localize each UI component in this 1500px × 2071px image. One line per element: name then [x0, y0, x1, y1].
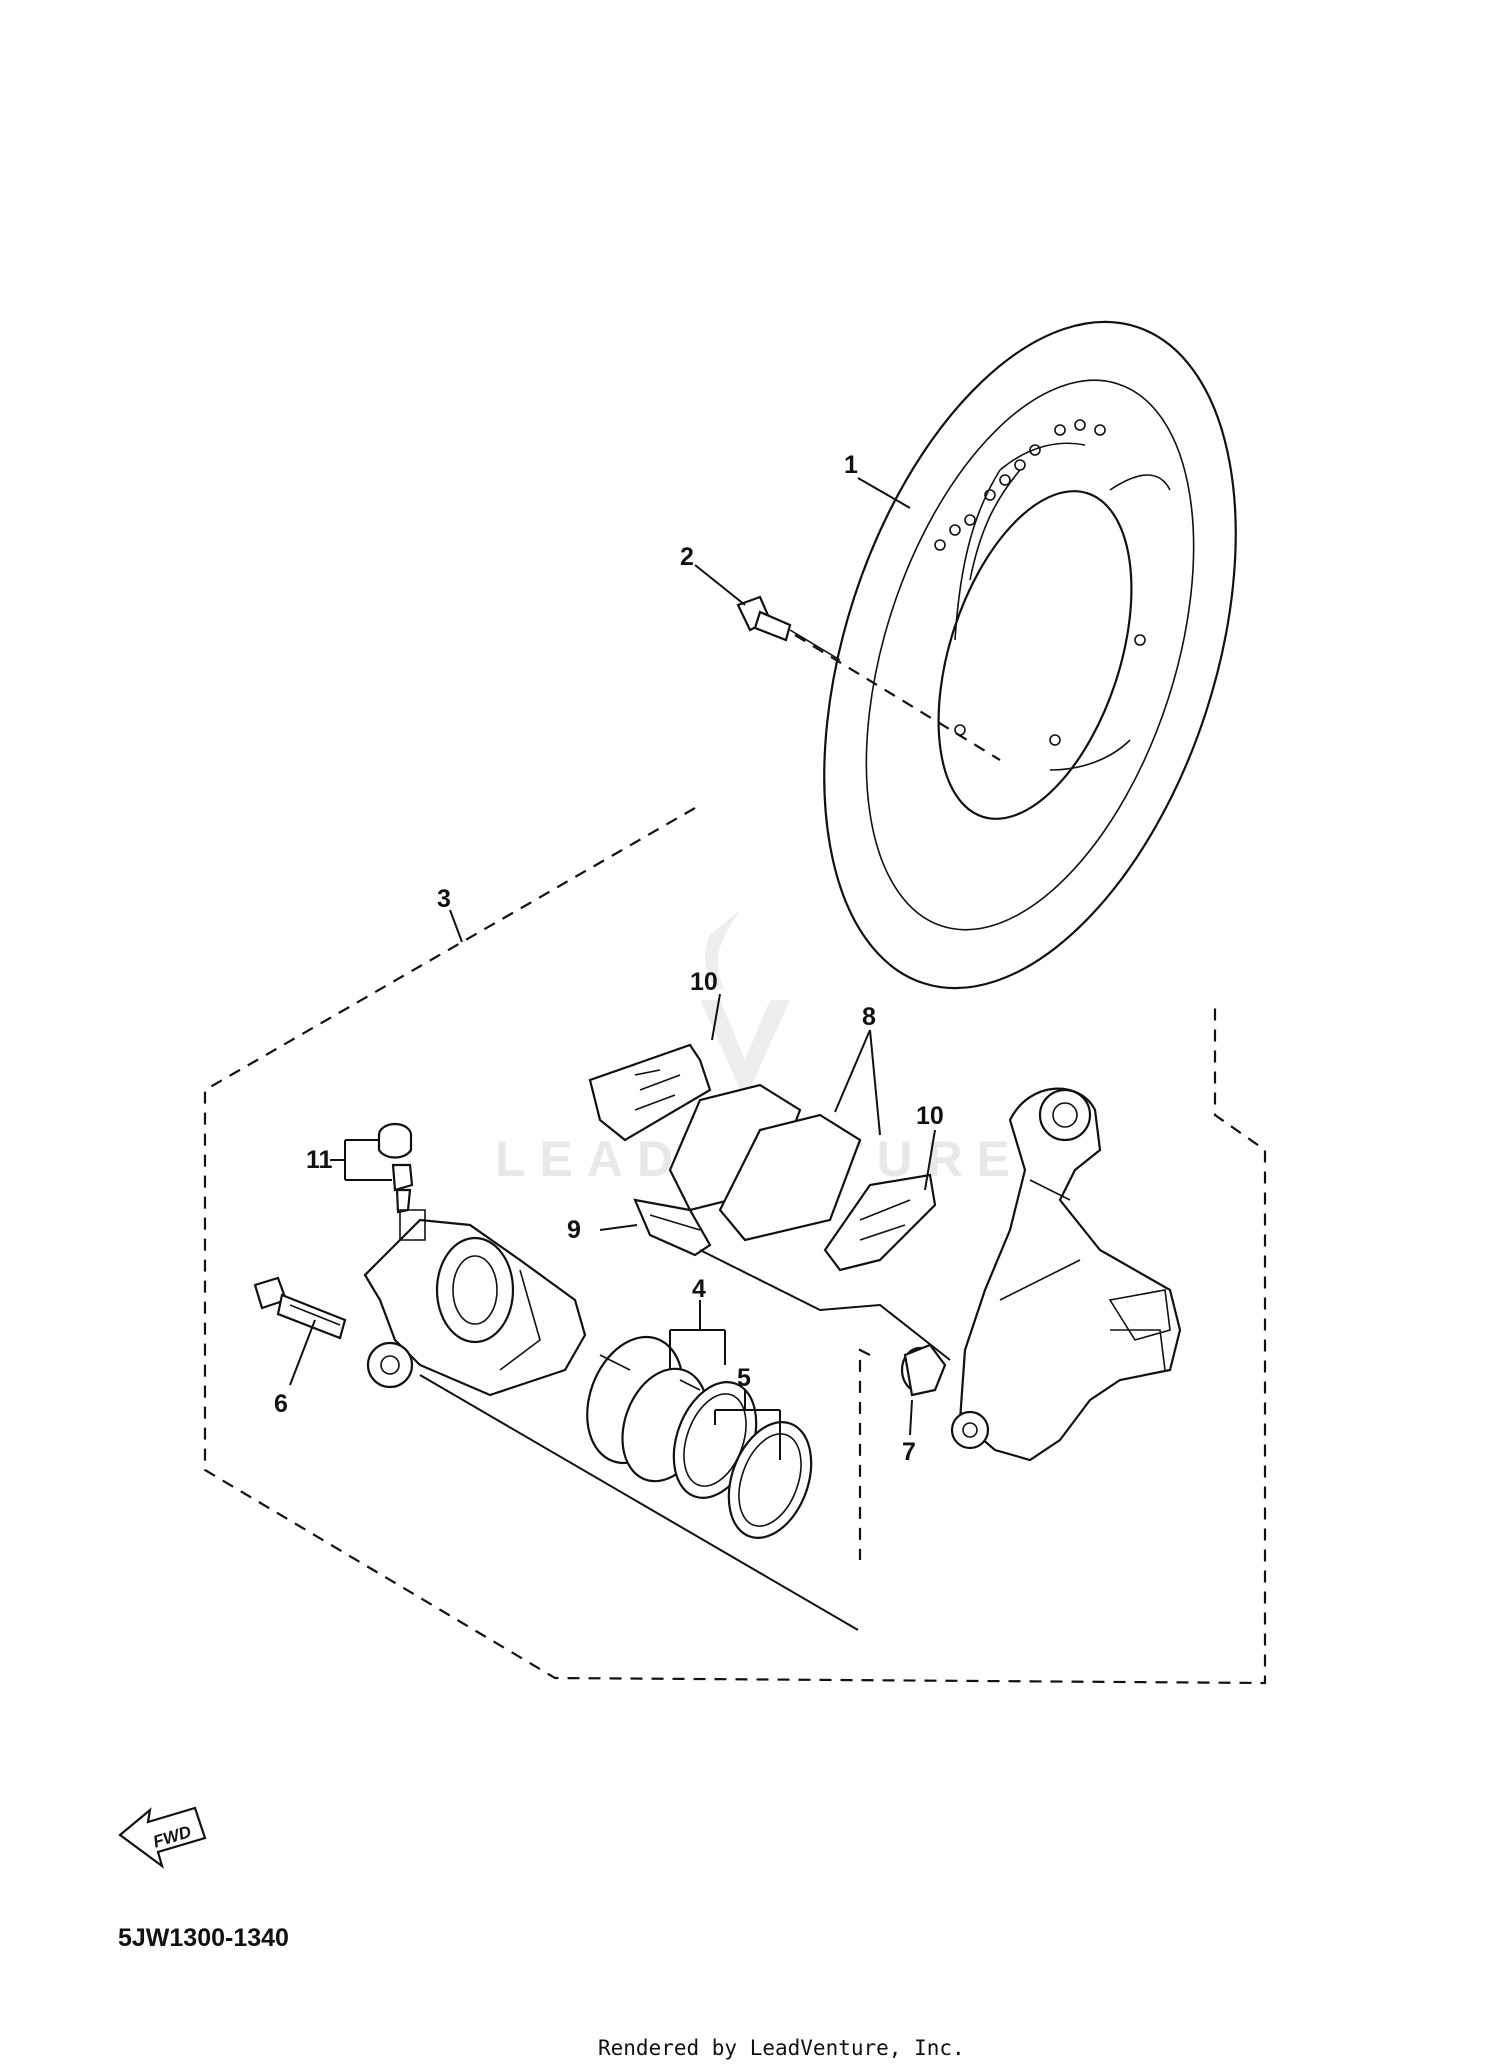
- caliper-body[interactable]: [363, 1209, 587, 1397]
- caliper-assembly-boundary: [203, 807, 1267, 1685]
- boot-leader-dashed: [858, 1348, 871, 1560]
- pad-support-right[interactable]: [823, 1173, 937, 1272]
- caliper-leader: [419, 1374, 859, 1631]
- pad-spring[interactable]: [633, 1198, 712, 1257]
- bleed-screw[interactable]: [391, 1163, 414, 1214]
- callout-9: 9: [567, 1216, 581, 1244]
- callouts: 1 2 3 10 8 10 11 9 4 5 6 7: [274, 451, 944, 1466]
- pad-support-left[interactable]: [588, 1043, 712, 1142]
- callout-6: 6: [274, 1390, 288, 1418]
- callout-10-right: 10: [916, 1102, 944, 1130]
- pad-spring-leader: [699, 1249, 951, 1361]
- bleed-screw-cap[interactable]: [377, 1122, 413, 1159]
- brake-pad-kit[interactable]: [668, 1083, 862, 1242]
- slide-pin-boot[interactable]: [900, 1343, 947, 1397]
- brake-disc[interactable]: [747, 270, 1312, 1041]
- caliper-bracket[interactable]: [950, 1087, 1182, 1462]
- callout-8: 8: [862, 1003, 876, 1031]
- callout-10-left: 10: [690, 968, 718, 996]
- callout-1: 1: [844, 451, 858, 479]
- callout-5: 5: [737, 1364, 751, 1392]
- leader-lines: [289, 477, 936, 1460]
- fwd-arrow-icon: FWD: [118, 1806, 207, 1869]
- callout-2: 2: [680, 543, 694, 571]
- diagram-code: 5JW1300-1340: [118, 1924, 289, 1952]
- callout-7: 7: [902, 1438, 916, 1466]
- callout-11: 11: [306, 1146, 333, 1174]
- callout-4: 4: [692, 1275, 706, 1303]
- disc-bolt[interactable]: [736, 595, 841, 661]
- slide-pin[interactable]: [253, 1276, 347, 1340]
- bolt-leader-dashed: [794, 634, 1001, 761]
- callout-3: 3: [437, 885, 451, 913]
- footer-credit: Rendered by LeadVenture, Inc.: [598, 2036, 965, 2060]
- piston-seal-kit[interactable]: [659, 1371, 826, 1550]
